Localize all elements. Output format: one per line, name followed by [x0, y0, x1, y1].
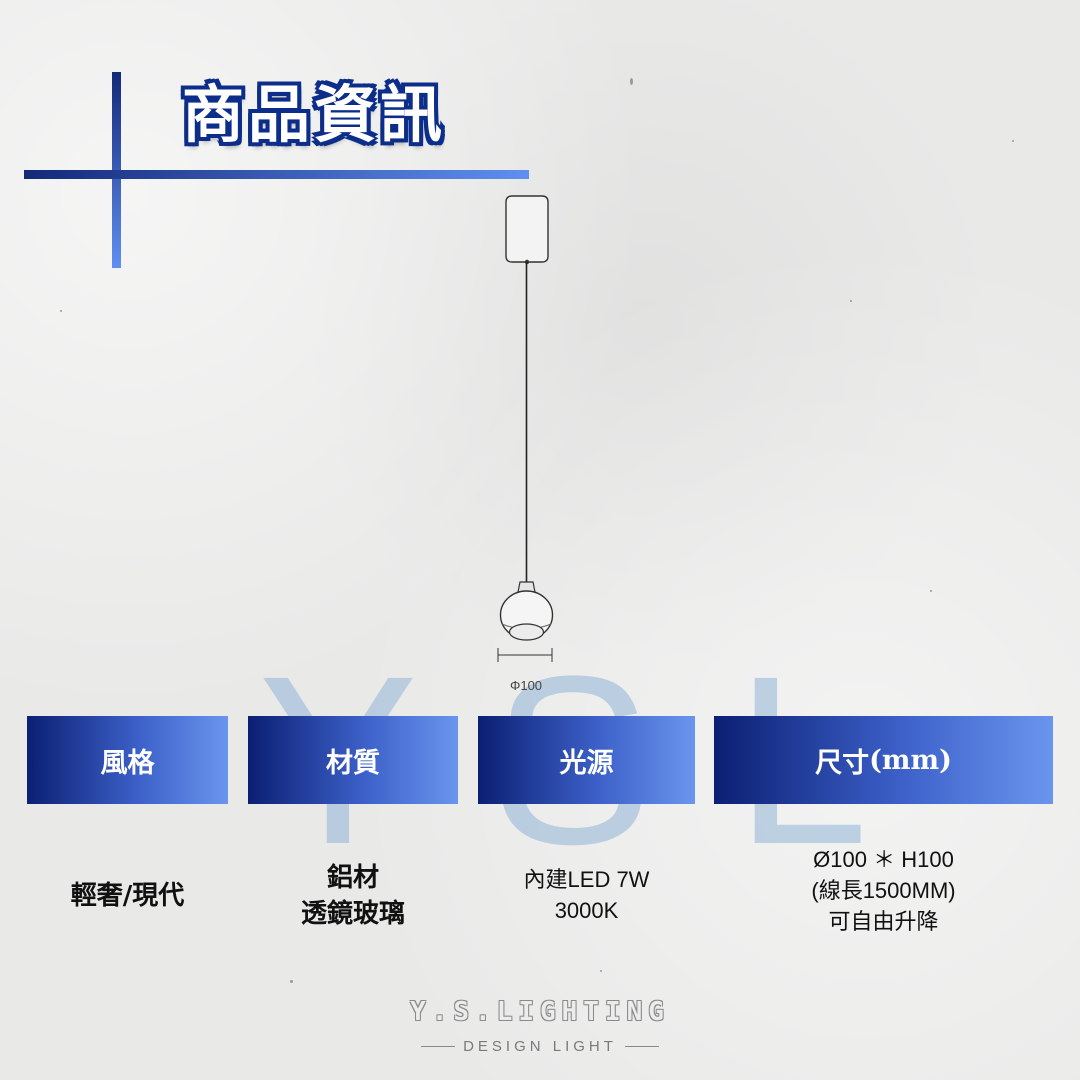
spec-header-size-main: 尺寸	[815, 747, 870, 779]
spec-header-light-source: 光源	[478, 716, 695, 804]
spec-value-light-line: 內建LED 7W	[523, 867, 650, 892]
tagline-rule-right	[624, 1046, 659, 1047]
spec-value-light-line: 3000K	[554, 898, 619, 923]
spec-value-size-line: 可自由升降	[828, 909, 939, 934]
spec-value-material-line: 鋁材	[326, 863, 379, 893]
spec-value-light-source: 內建LED 7W 3000K	[478, 864, 695, 926]
pendant-lamp-drawing	[497, 195, 554, 662]
brand-logo-name: Y.S.LIGHTING	[410, 997, 670, 1027]
spec-value-style: 輕奢/現代	[27, 878, 228, 914]
brand-tagline: DESIGN LIGHT	[463, 1038, 617, 1055]
spec-value-style-line: 輕奢/現代	[70, 881, 185, 911]
spec-header-size: 尺寸(mm)	[714, 716, 1053, 804]
tagline-rule-left	[421, 1046, 456, 1047]
spec-value-size: Ø100 ＊ H100 (線長1500MM) 可自由升降	[714, 844, 1053, 937]
spec-header-size-unit: (mm)	[869, 744, 952, 776]
page-title: 商品資訊	[182, 78, 447, 151]
spec-value-material: 鋁材 透鏡玻璃	[248, 860, 458, 932]
dimension-label: Φ100	[509, 678, 543, 693]
spec-value-material-line: 透鏡玻璃	[300, 899, 405, 929]
brand-tagline-row: DESIGN LIGHT	[0, 1038, 1080, 1055]
spec-value-size-line: (線長1500MM)	[811, 878, 956, 903]
spec-value-size-line: Ø100 ＊ H100	[813, 847, 954, 872]
spec-header-material: 材質	[248, 716, 458, 804]
spec-header-style: 風格	[27, 716, 228, 804]
header-horizontal-rule	[24, 170, 529, 179]
